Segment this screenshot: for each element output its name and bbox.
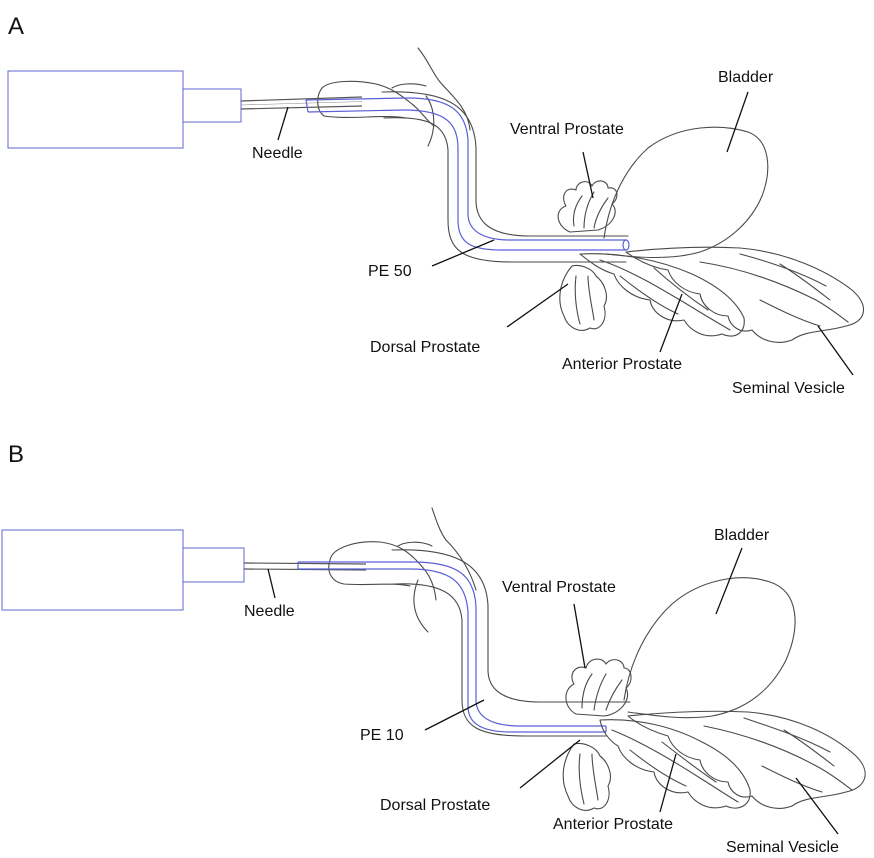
syringe-b (2, 530, 244, 610)
label-dorsal-prostate-b: Dorsal Prostate (380, 797, 490, 814)
leader-dorsal-a (507, 284, 568, 327)
leader-tube-a (432, 240, 494, 266)
bladder-a (604, 127, 768, 257)
leader-seminal-a (818, 326, 853, 375)
leader-tube-b (425, 700, 484, 730)
seminal-vesicle-b (628, 711, 865, 808)
panel-b: B (2, 441, 865, 856)
label-needle-b: Needle (244, 603, 295, 620)
label-ventral-prostate-a: Ventral Prostate (510, 121, 624, 138)
leader-needle-b (268, 569, 275, 598)
label-bladder-b: Bladder (714, 527, 770, 544)
leader-bladder-b (716, 548, 742, 614)
leader-anterior-a (660, 294, 682, 352)
ventral-prostate-a (558, 181, 617, 232)
label-bladder-a: Bladder (718, 69, 774, 86)
leader-ventral-b (574, 604, 585, 668)
ventral-prostate-b (566, 659, 631, 716)
label-anterior-prostate-b: Anterior Prostate (553, 816, 673, 833)
seminal-vesicle-a (626, 247, 863, 342)
label-seminal-vesicle-a: Seminal Vesicle (732, 380, 845, 397)
label-dorsal-prostate-a: Dorsal Prostate (370, 339, 480, 356)
panel-a: A (8, 13, 863, 397)
label-needle-a: Needle (252, 145, 303, 162)
anterior-prostate-b (600, 720, 750, 808)
syringe-hub (183, 89, 241, 122)
urethra-a (382, 92, 628, 262)
label-seminal-vesicle-b: Seminal Vesicle (726, 839, 839, 856)
leader-anterior-b (660, 754, 676, 812)
panel-a-letter: A (8, 13, 24, 40)
syringe-barrel (8, 71, 183, 148)
bladder-b (624, 578, 795, 718)
label-tube-a: PE 50 (368, 263, 412, 280)
label-ventral-prostate-b: Ventral Prostate (502, 579, 616, 596)
leader-seminal-b (796, 778, 838, 834)
label-anterior-prostate-a: Anterior Prostate (562, 356, 682, 373)
syringe-a (8, 71, 241, 148)
leader-needle-a (278, 107, 288, 140)
dorsal-prostate-b (563, 744, 610, 811)
leader-bladder-a (727, 92, 748, 152)
leader-ventral-a (583, 152, 593, 198)
panel-b-letter: B (8, 441, 24, 468)
syringe-barrel (2, 530, 183, 610)
syringe-hub (183, 548, 244, 582)
label-tube-b: PE 10 (360, 727, 404, 744)
dorsal-prostate-a (560, 265, 607, 330)
leader-dorsal-b (520, 740, 580, 788)
